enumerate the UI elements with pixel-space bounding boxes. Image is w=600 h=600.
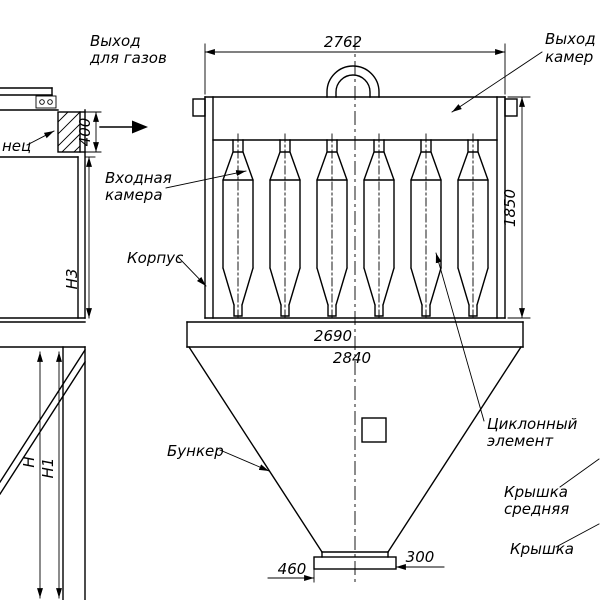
cyclone-element-4 [363,133,395,319]
leader-housing [177,256,207,287]
top-flange-tab-right [504,98,518,117]
dimension-2762: 2762 [204,33,506,95]
dim-h3-text: Н3 [63,269,81,290]
dimension-460: 460 [267,560,315,583]
label-flange-partial: нец [2,137,31,155]
label-cyclone-element-line1: Циклонный [487,415,578,433]
dim-1850-text: 1850 [501,189,519,227]
bolt-bracket [35,95,57,109]
label-cover-middle-line2: средняя [504,500,569,518]
gas-flow-arrow-icon [99,120,148,134]
dim-300-text: 300 [406,548,435,566]
label-gas-outlet-line1: Выход [90,32,141,50]
top-flange-tab-left [192,98,206,117]
dimension-h3: Н3 [63,156,96,319]
dim-2690-text: 2690 [314,327,352,345]
label-outlet-chamber-line2: камер [545,48,593,66]
cyclone-elements [222,133,489,319]
label-housing: Корпус [127,249,184,267]
gas-outlet-flange [57,111,86,153]
bolt-icon [39,99,45,105]
dim-h-text: Н [20,456,38,467]
leader-outlet-chamber [451,51,543,113]
leader-cyclone-element [435,252,485,422]
label-cyclone-element-line2: элемент [487,432,554,450]
label-outlet-chamber-line1: Выход [545,30,596,48]
leader-flange [26,130,55,146]
dim-400-text: 400 [76,118,94,147]
lifting-lug [326,65,380,98]
cyclone-element-1 [222,133,254,319]
label-inlet-chamber-line2: камера [105,186,163,204]
cyclone-element-3 [316,133,348,319]
hatch-lines [57,111,81,153]
label-bunker: Бункер [167,442,224,460]
cyclone-element-2 [269,133,301,319]
bolt-icon [47,99,53,105]
dimension-400: 400 [76,111,102,153]
label-cover: Крышка [510,540,574,558]
side-view: 400 Н3 Н Н1 [0,87,102,600]
leader-bunker [219,449,270,472]
leader-inlet-chamber [165,170,247,189]
front-view: 2762 [186,33,531,584]
support-legs [62,346,86,600]
leader-cover [555,523,600,548]
cyclone-element-5 [410,133,442,319]
label-cover-middle-line1: Крышка [504,483,568,501]
dim-460-text: 460 [278,560,307,578]
dimension-1850: 1850 [501,96,531,319]
dimension-h1: Н1 [39,351,62,599]
dim-2840-text: 2840 [333,349,371,367]
dim-h1-text: Н1 [39,458,57,479]
leader-cover-middle [559,458,600,488]
label-inlet-chamber-line1: Входная [105,169,172,187]
dimension-300: 300 [395,548,445,570]
inspection-hatch [361,417,387,443]
cyclone-element-6 [457,133,489,319]
dimension-h: Н [20,351,43,599]
label-gas-outlet-line2: для газов [89,49,167,67]
dim-2762-text: 2762 [324,33,362,51]
annotations: Выход для газов нец Выход камер Входная … [2,30,600,558]
